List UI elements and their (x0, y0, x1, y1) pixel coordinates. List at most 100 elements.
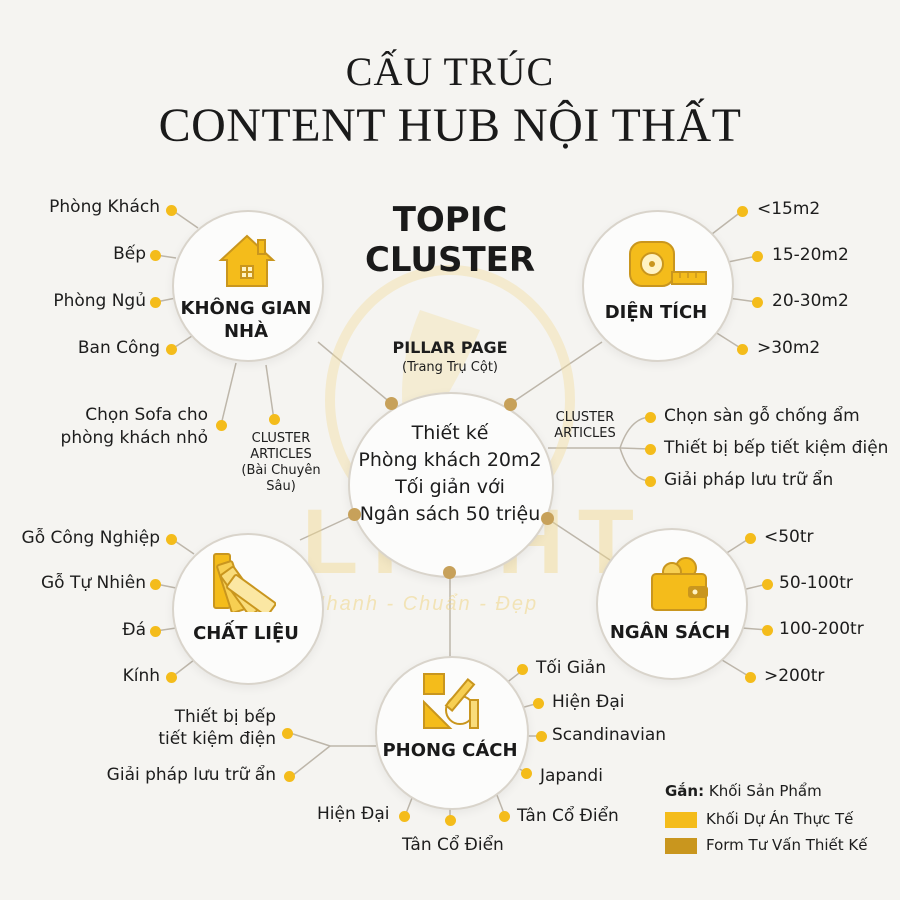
khong-gian-item-1[interactable]: Phòng Khách (49, 197, 160, 217)
topic-line-1: TOPIC (392, 200, 508, 240)
chat-lieu-item-1[interactable]: Gỗ Công Nghiệp (21, 528, 160, 548)
hub-khong-gian-line1: KHÔNG GIAN (180, 298, 312, 319)
khong-gian-article-dot (216, 420, 227, 431)
khong-gian-item-2[interactable]: Bếp (113, 244, 146, 264)
dien-tich-item-2[interactable]: 15-20m2 (772, 245, 849, 265)
pillar-line-1: Thiết kế (411, 422, 489, 444)
hub-khong-gian-label: KHÔNG GIAN NHÀ (176, 297, 316, 343)
legend-swatch-1 (665, 812, 697, 828)
pillar-node-left (348, 508, 361, 521)
phong-cach-left-1-line2: tiết kiệm điện (158, 729, 276, 749)
dien-tich-dot-3 (752, 297, 763, 308)
chat-lieu-item-2[interactable]: Gỗ Tự Nhiên (41, 573, 146, 593)
pillar-node-top-right (504, 398, 517, 411)
dien-tich-item-3[interactable]: 20-30m2 (772, 291, 849, 311)
legend-title: Gắn: Khối Sản Phẩm (665, 782, 885, 800)
cluster-articles-left: CLUSTER ARTICLES (Bài Chuyên Sâu) (226, 431, 336, 495)
phong-cach-bottom-2[interactable]: Tân Cổ Điển (402, 835, 504, 855)
chat-lieu-dot-1 (166, 534, 177, 545)
title-line-2: CONTENT HUB NỘI THẤT (158, 99, 742, 152)
tape-measure-icon (629, 241, 707, 287)
pillar-line-2: Phòng khách 20m2 (358, 449, 542, 471)
phong-cach-right-3[interactable]: Scandinavian (552, 725, 667, 745)
legend-title-bold: Gắn: (665, 782, 705, 800)
phong-cach-right-4[interactable]: Japandi (540, 766, 603, 786)
topic-cluster-heading: TOPIC CLUSTER (340, 200, 560, 280)
pillar-node-right (541, 512, 554, 525)
pillar-line-4: Ngân sách 50 triệu (359, 503, 541, 525)
dien-tich-dot-4 (737, 344, 748, 355)
phong-cach-right-2[interactable]: Hiện Đại (552, 692, 625, 712)
watermark-slogan: Nhanh - Chuẩn - Đẹp (310, 593, 539, 615)
legend: Gắn: Khối Sản Phẩm (665, 782, 885, 800)
title-line-1: CẤU TRÚC (345, 49, 555, 94)
phong-cach-right-dot-4 (521, 768, 532, 779)
phong-cach-right-dot-3 (536, 731, 547, 742)
pillar-node-top-left (385, 397, 398, 410)
khong-gian-item-3[interactable]: Phòng Ngủ (53, 291, 146, 311)
hub-khong-gian-line2: NHÀ (223, 321, 269, 342)
pillar-text[interactable]: Thiết kế Phòng khách 20m2 Tối giản với N… (350, 420, 550, 528)
legend-label-2: Form Tư Vấn Thiết Kế (706, 836, 868, 854)
ngan-sach-item-3[interactable]: 100-200tr (779, 619, 864, 639)
khong-gian-article[interactable]: Chọn Sofa cho phòng khách nhỏ (61, 404, 208, 450)
design-tools-icon (423, 673, 479, 729)
cluster-right-line2: ARTICLES (554, 426, 616, 441)
cluster-right-line1: CLUSTER (555, 410, 615, 425)
cluster-left-sub: (Bài Chuyên Sâu) (241, 463, 321, 494)
ngan-sach-item-1[interactable]: <50tr (764, 527, 814, 547)
phong-cach-bottom-1[interactable]: Hiện Đại (317, 804, 390, 824)
phong-cach-bottom-dot-1 (399, 811, 410, 822)
hub-phong-cach-circle (375, 656, 529, 810)
khong-gian-dot-4 (166, 344, 177, 355)
phong-cach-bottom-dot-2 (445, 815, 456, 826)
phong-cach-left-1[interactable]: Thiết bị bếp tiết kiệm điện (158, 706, 276, 750)
phong-cach-right-5[interactable]: Tân Cổ Điển (517, 806, 619, 826)
ngan-sach-dot-1 (745, 533, 756, 544)
dien-tich-item-4[interactable]: >30m2 (757, 338, 821, 358)
cluster-left-line2: ARTICLES (250, 447, 312, 462)
khong-gian-item-4[interactable]: Ban Công (77, 338, 160, 358)
hub-dien-tich-label: DIỆN TÍCH (604, 302, 708, 323)
chat-lieu-dot-4 (166, 672, 177, 683)
khong-gian-dot-2 (150, 250, 161, 261)
phong-cach-left-1-line1: Thiết bị bếp (174, 707, 276, 727)
right-article-dot-3 (645, 476, 656, 487)
right-article-2[interactable]: Thiết bị bếp tiết kiệm điện (664, 438, 889, 458)
ngan-sach-dot-3 (762, 625, 773, 636)
khong-gian-dot-3 (150, 297, 161, 308)
phong-cach-left-dot-1 (282, 728, 293, 739)
wallet-icon (651, 557, 708, 611)
pillar-node-bottom (443, 566, 456, 579)
hub-ngan-sach-label: NGÂN SÁCH (609, 622, 731, 643)
khong-gian-dot-1 (166, 205, 177, 216)
phong-cach-right-1[interactable]: Tối Giản (536, 658, 607, 678)
right-article-3[interactable]: Giải pháp lưu trữ ẩn (664, 470, 834, 490)
ngan-sach-item-4[interactable]: >200tr (764, 666, 825, 686)
khong-gian-article-line1: Chọn Sofa cho (85, 405, 208, 425)
chat-lieu-item-4[interactable]: Kính (122, 666, 160, 686)
pillar-sublabel: (Trang Trụ Cột) (402, 360, 498, 375)
dien-tich-dot-1 (737, 206, 748, 217)
cluster-left-line1: CLUSTER (251, 431, 311, 446)
pillar-line-3: Tối giản với (395, 476, 505, 498)
hub-khong-gian-circle (172, 210, 324, 362)
swatch-icon (213, 553, 276, 612)
ngan-sach-item-2[interactable]: 50-100tr (779, 573, 853, 593)
pillar-circle (348, 392, 554, 578)
dien-tich-item-1[interactable]: <15m2 (757, 199, 821, 219)
phong-cach-left-dot-2 (284, 771, 295, 782)
phong-cach-right-dot-1 (517, 664, 528, 675)
hub-phong-cach-label: PHONG CÁCH (382, 740, 518, 761)
dien-tich-dot-2 (752, 251, 763, 262)
ngan-sach-dot-2 (762, 579, 773, 590)
pillar-label: PILLAR PAGE (392, 338, 508, 357)
cluster-left-dot (269, 414, 280, 425)
legend-swatch-2 (665, 838, 697, 854)
legend-title-rest: Khối Sản Phẩm (704, 782, 822, 800)
chat-lieu-item-3[interactable]: Đá (122, 620, 146, 640)
right-article-1[interactable]: Chọn sàn gỗ chống ẩm (664, 406, 860, 426)
phong-cach-left-2[interactable]: Giải pháp lưu trữ ẩn (106, 765, 276, 785)
right-article-dot-1 (645, 412, 656, 423)
topic-line-2: CLUSTER (364, 240, 536, 280)
